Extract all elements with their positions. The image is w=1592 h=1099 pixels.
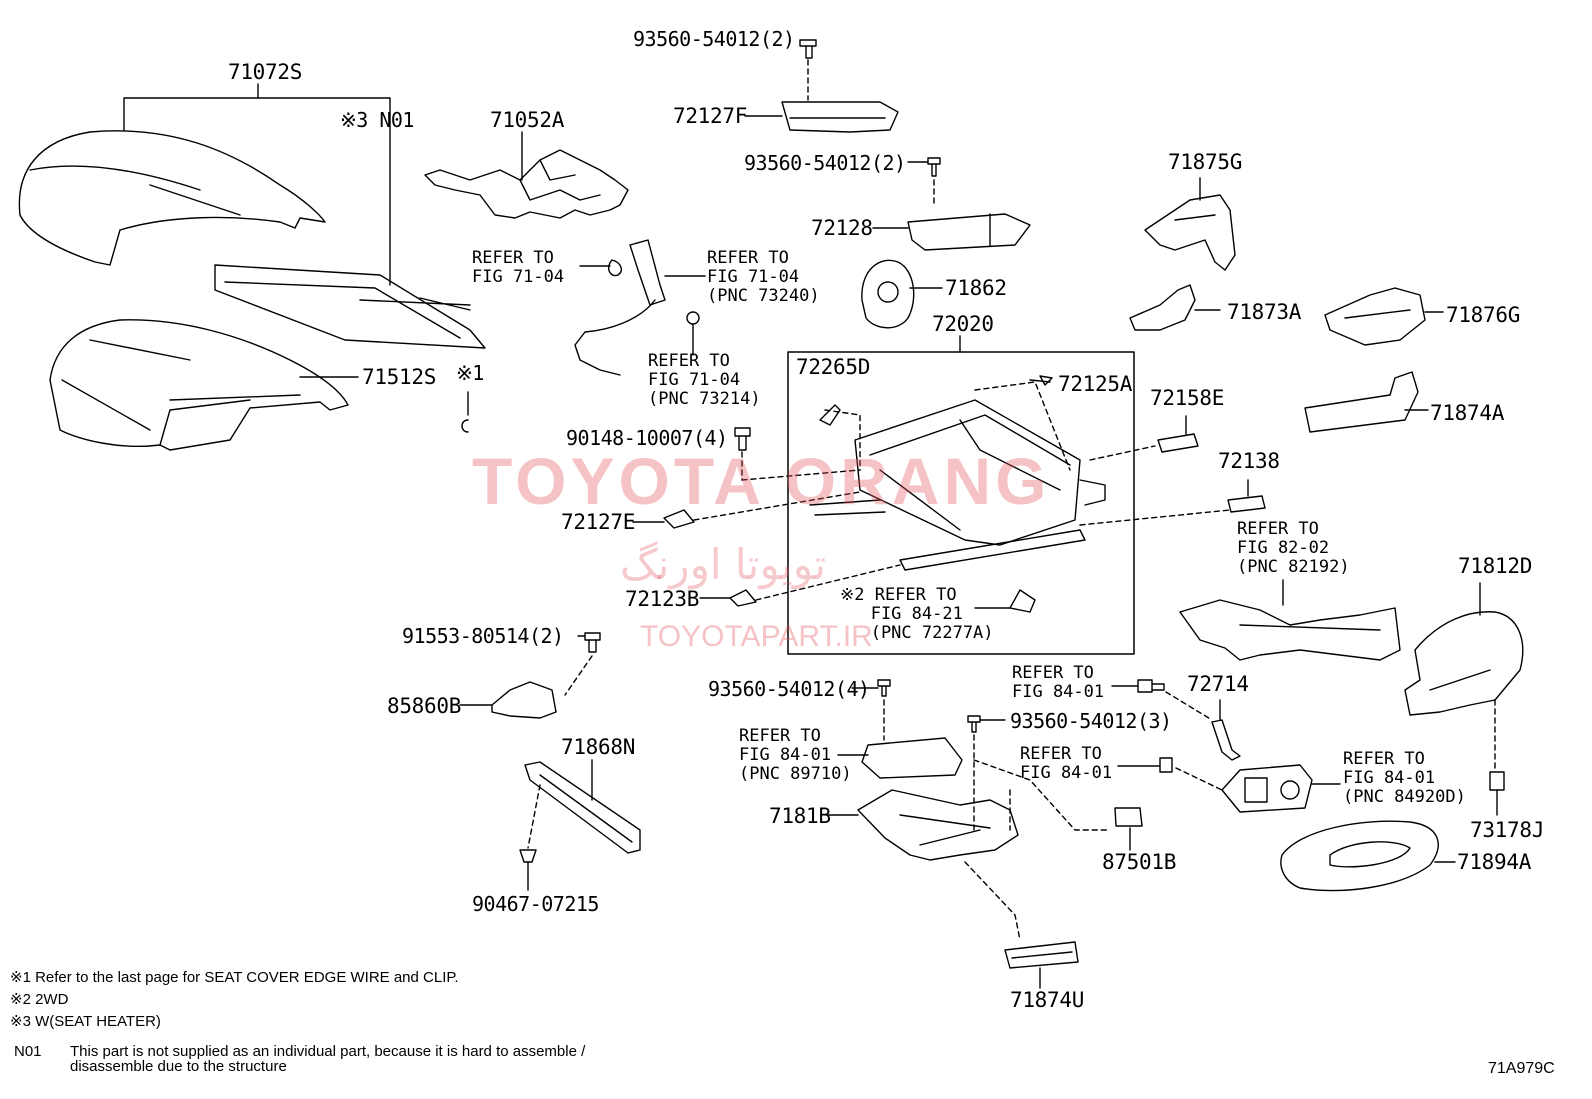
part-label-87501B[interactable]: 87501B bbox=[1102, 850, 1177, 874]
part-label-71052A[interactable]: 71052A bbox=[490, 108, 565, 132]
refer-fig-71-04-a[interactable]: REFER TO FIG 71-04 bbox=[472, 248, 565, 287]
bracket-71874A-part bbox=[1305, 372, 1418, 432]
leader-71072S bbox=[124, 98, 390, 285]
clip-72158E-part bbox=[1158, 434, 1198, 452]
part-label-72128[interactable]: 72128 bbox=[811, 216, 873, 240]
watermark-site: TOYOTAPART.IR bbox=[640, 620, 873, 653]
part-label-72265D[interactable]: 72265D bbox=[796, 355, 871, 379]
bolt-93560-top-part bbox=[800, 40, 816, 58]
refer-fig-84-01-b[interactable]: REFER TO FIG 84-01 bbox=[1020, 744, 1113, 783]
cover-71868N-part bbox=[525, 762, 640, 853]
footnote-3: ※3 W(SEAT HEATER) bbox=[10, 1013, 161, 1030]
seat-heater-pad-part bbox=[215, 265, 485, 348]
recliner-cover-71862-part bbox=[862, 260, 914, 327]
hook-85860B-part bbox=[492, 682, 556, 718]
harness-82192-part bbox=[1180, 600, 1400, 660]
part-label-72127F[interactable]: 72127F bbox=[673, 104, 748, 128]
part-label-71812D[interactable]: 71812D bbox=[1458, 554, 1533, 578]
part-label-72020[interactable]: 72020 bbox=[932, 312, 994, 336]
bracket-71874U-part bbox=[1005, 942, 1078, 968]
clip-72127E-part bbox=[664, 510, 694, 528]
bracket-7181B-part bbox=[858, 790, 1018, 860]
part-label-72158E[interactable]: 72158E bbox=[1150, 386, 1225, 410]
part-label-71894A[interactable]: 71894A bbox=[1457, 850, 1532, 874]
part-label-91553[interactable]: 91553-80514(2) bbox=[402, 624, 564, 648]
part-label-73178J[interactable]: 73178J bbox=[1470, 818, 1545, 842]
part-label-72138[interactable]: 72138 bbox=[1218, 449, 1280, 473]
part-label-71512S[interactable]: 71512S bbox=[362, 365, 437, 389]
bracket-71875G-part bbox=[1145, 195, 1235, 270]
switch-87501B-part bbox=[1115, 808, 1142, 826]
module-89710-part bbox=[862, 738, 962, 778]
footnote-n01-line1: This part is not supplied as an individu… bbox=[70, 1043, 586, 1060]
part-label-93560-top[interactable]: 93560-54012(2) bbox=[633, 27, 795, 51]
n01-marker: ※3 N01 bbox=[340, 108, 414, 132]
refer-fig-84-01-pnc-89710[interactable]: REFER TO FIG 84-01 (PNC 89710) bbox=[739, 726, 852, 784]
wire-frame-part bbox=[425, 150, 628, 218]
part-label-72123B[interactable]: 72123B bbox=[625, 587, 700, 611]
refer-fig-84-01-a[interactable]: REFER TO FIG 84-01 bbox=[1012, 663, 1105, 702]
refer-fig-71-04-pnc-73214[interactable]: REFER TO FIG 71-04 (PNC 73214) bbox=[648, 351, 761, 409]
part-label-71868N[interactable]: 71868N bbox=[561, 735, 636, 759]
footnote-n01-code: N01 bbox=[14, 1043, 42, 1060]
clip-72123B-part bbox=[730, 590, 756, 606]
part-label-7181B[interactable]: 7181B bbox=[769, 804, 831, 828]
side-shield-71812D-part bbox=[1405, 612, 1523, 715]
part-label-71072S[interactable]: 71072S bbox=[228, 60, 303, 84]
bracket-71873A-part bbox=[1130, 285, 1195, 330]
figure-code: 71A979C bbox=[1488, 1060, 1555, 1077]
clip-90467-part bbox=[520, 850, 536, 875]
refer-fig-84-21-pnc-72277A[interactable]: ※2 REFER TO FIG 84-21 (PNC 72277A) bbox=[840, 585, 994, 643]
footnote-2: ※2 2WD bbox=[10, 991, 69, 1008]
part-label-93560-3[interactable]: 93560-54012(3) bbox=[1010, 709, 1172, 733]
cable-72714-part bbox=[1212, 720, 1240, 760]
footnote-1: ※1 Refer to the last page for SEAT COVER… bbox=[10, 969, 459, 986]
part-label-93560-4[interactable]: 93560-54012(4) bbox=[708, 677, 870, 701]
footnote-n01-line2: disassemble due to the structure bbox=[70, 1058, 287, 1075]
watermark-persian: تویوتا اورنگ bbox=[620, 540, 827, 589]
wire-harness-part bbox=[575, 240, 699, 375]
cover-71894A-part bbox=[1281, 821, 1438, 890]
watermark-main: TOYOTA ORANG bbox=[472, 444, 1051, 518]
switch-84920D-part bbox=[1222, 765, 1312, 812]
seat-cushion-pad-part bbox=[50, 320, 348, 450]
part-label-72127E[interactable]: 72127E bbox=[561, 510, 636, 534]
seat-adjuster-frame-part bbox=[810, 400, 1105, 570]
part-label-71862[interactable]: 71862 bbox=[945, 276, 1007, 300]
part-label-71874A[interactable]: 71874A bbox=[1430, 401, 1505, 425]
part-label-71873A[interactable]: 71873A bbox=[1227, 300, 1302, 324]
part-label-85860B[interactable]: 85860B bbox=[387, 694, 462, 718]
refer-fig-71-04-pnc-73240[interactable]: REFER TO FIG 71-04 (PNC 73240) bbox=[707, 248, 820, 306]
part-label-90148[interactable]: 90148-10007(4) bbox=[566, 426, 728, 450]
cover-72127F-part bbox=[782, 102, 898, 132]
cover-72128-part bbox=[908, 214, 1030, 250]
part-label-72714[interactable]: 72714 bbox=[1187, 672, 1249, 696]
cap-73178J-part bbox=[1490, 772, 1504, 790]
seat-cushion-cover-part bbox=[19, 131, 325, 265]
part-label-72125A[interactable]: 72125A bbox=[1058, 372, 1133, 396]
part-label-93560-2[interactable]: 93560-54012(2) bbox=[744, 151, 906, 175]
bracket-71876G-part bbox=[1325, 288, 1425, 345]
refer-fig-82-02-pnc-82192[interactable]: REFER TO FIG 82-02 (PNC 82192) bbox=[1237, 519, 1350, 577]
mark-1: ※1 bbox=[456, 361, 484, 385]
part-label-90467[interactable]: 90467-07215 bbox=[472, 892, 599, 916]
seat-track-group-box bbox=[788, 352, 1134, 654]
clip-72138-part bbox=[1228, 496, 1265, 512]
refer-fig-84-01-pnc-84920D[interactable]: REFER TO FIG 84-01 (PNC 84920D) bbox=[1343, 749, 1466, 807]
part-label-71874U[interactable]: 71874U bbox=[1010, 988, 1085, 1012]
part-label-71875G[interactable]: 71875G bbox=[1168, 150, 1243, 174]
part-label-71876G[interactable]: 71876G bbox=[1446, 303, 1521, 327]
